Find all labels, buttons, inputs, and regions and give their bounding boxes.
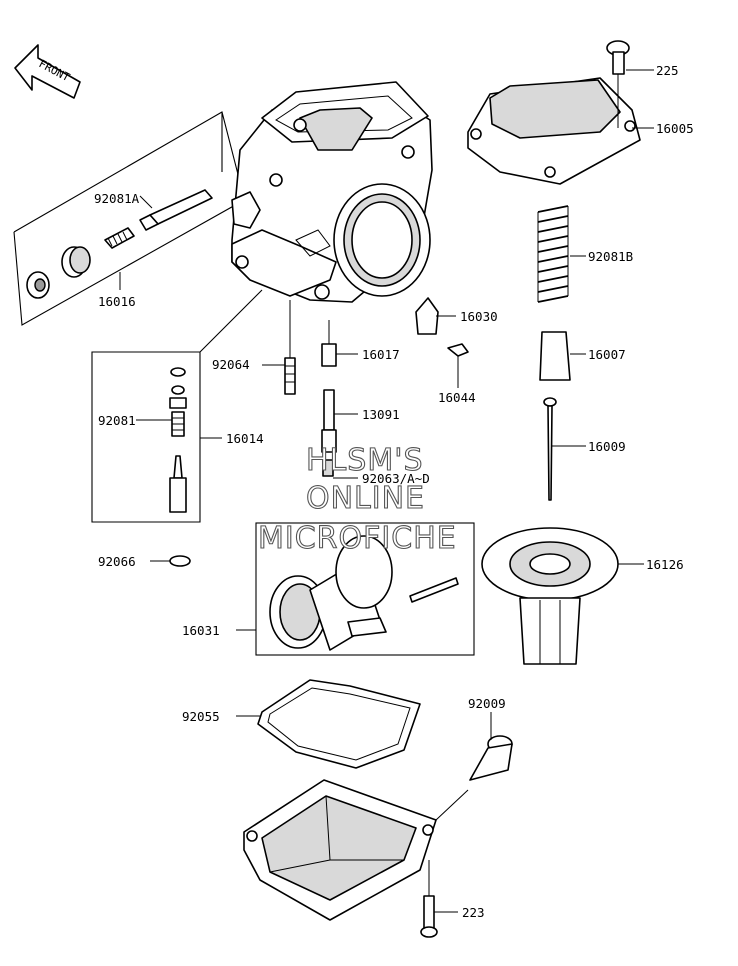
float-valve [415, 297, 439, 335]
label-16044: 16044 [438, 390, 476, 405]
needle-jet-parts [284, 343, 337, 477]
float-assembly [269, 535, 459, 651]
jet-needle [543, 397, 557, 501]
label-92055: 92055 [182, 709, 220, 724]
float-bowl [243, 779, 437, 921]
label-16017: 16017 [362, 347, 400, 362]
label-16030: 16030 [460, 309, 498, 324]
throttle-spring [537, 205, 569, 303]
drain-screw [469, 735, 513, 781]
carburetor-body [231, 81, 433, 303]
label-16031: 16031 [182, 623, 220, 638]
needle-holder [539, 331, 571, 381]
label-92081: 92081 [98, 413, 136, 428]
pilot-screw-parts [26, 189, 213, 299]
label-16007: 16007 [588, 347, 626, 362]
part-labels: 225 16005 92081A 16016 92081B 16030 1600… [94, 63, 694, 920]
pilot-screw-group-box [13, 111, 263, 326]
label-223: 223 [462, 905, 485, 920]
label-16009: 16009 [588, 439, 626, 454]
label-92081b: 92081B [588, 249, 633, 264]
main-jet-parts [169, 367, 187, 513]
watermark: HLSM'S ONLINE MICROFICHE [257, 442, 457, 556]
top-cover-parts [467, 40, 641, 185]
label-225: 225 [656, 63, 679, 78]
watermark-line3: MICROFICHE [258, 521, 457, 556]
label-92009: 92009 [468, 696, 506, 711]
valve-clip [447, 343, 469, 357]
float-group-box [255, 522, 475, 656]
label-16016: 16016 [98, 294, 136, 309]
cap-plug [169, 555, 191, 567]
label-92064: 92064 [212, 357, 250, 372]
label-13091: 13091 [362, 407, 400, 422]
label-92063: 92063/A~D [362, 471, 430, 486]
watermark-line1: HLSM'S [306, 443, 424, 478]
bowl-screw [420, 895, 438, 938]
label-16005: 16005 [656, 121, 694, 136]
label-92066: 92066 [98, 554, 136, 569]
main-jet-group-box [91, 289, 263, 523]
watermark-line2: ONLINE [306, 481, 425, 516]
float-bowl-gasket [257, 679, 421, 769]
leader-lines [119, 69, 654, 913]
vacuum-piston [481, 527, 619, 665]
label-92081a: 92081A [94, 191, 140, 206]
front-arrow-icon: FRONT [14, 44, 81, 99]
label-16126: 16126 [646, 557, 684, 572]
label-16014: 16014 [226, 431, 264, 446]
